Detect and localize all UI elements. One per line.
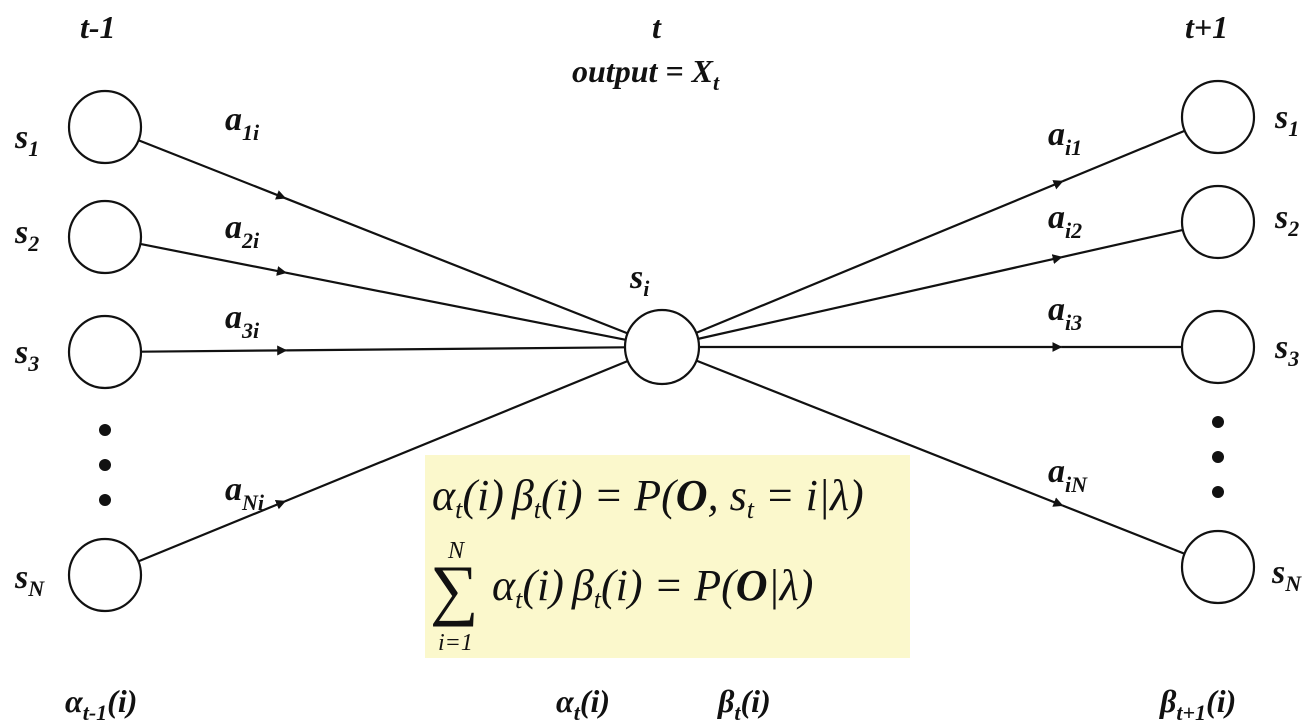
edge-label-ani: aNi — [225, 471, 265, 515]
edge-a2i — [285, 271, 626, 341]
left-node-s1 — [67, 89, 143, 165]
formula-sum-body: αt(i)βt(i) = P(O|λ) — [492, 561, 813, 614]
edge-ani — [284, 359, 629, 503]
edge-label-ain: aiN — [1048, 453, 1088, 497]
right-node-s2 — [1180, 184, 1256, 260]
state-nodes — [67, 79, 1256, 613]
right-ellipsis — [1212, 416, 1224, 498]
edge-ai2 — [1061, 228, 1184, 259]
header-prev-time: t-1 — [80, 9, 116, 45]
edge-a1i-arrow — [138, 139, 287, 200]
formula-box — [425, 455, 910, 658]
sum-upper-limit: N — [447, 538, 466, 564]
left-state-label-1: s1 — [14, 119, 39, 161]
edge-ai2-arrow — [697, 254, 1063, 340]
edge-ain-arrow — [695, 359, 1064, 507]
right-state-label-1: s1 — [1274, 99, 1299, 141]
header-current-time: t — [652, 9, 662, 45]
edge-label-a2i: a2i — [225, 209, 260, 253]
center-state-label: si — [629, 259, 650, 301]
left-state-label-n: sN — [14, 559, 45, 601]
output-label: output=Xt — [572, 53, 720, 95]
edge-label-a3i: a3i — [225, 299, 260, 343]
left-state-label-3: s3 — [14, 334, 39, 376]
formula-joint-probability: αt(i)βt(i) = P(O, st = i|λ) — [432, 471, 864, 524]
edge-a3i-arrow — [140, 345, 288, 356]
center-node-si — [623, 308, 701, 386]
edge-label-ai1: ai1 — [1048, 116, 1082, 160]
right-state-label-3: s3 — [1274, 329, 1299, 371]
edge-ani-arrow — [137, 500, 287, 563]
right-node-s1 — [1180, 79, 1256, 155]
left-node-s3 — [67, 314, 143, 390]
transition-edges — [137, 129, 1186, 563]
sum-symbol: ∑ — [430, 551, 478, 627]
right-node-s3 — [1180, 309, 1256, 385]
edge-label-ai2: ai2 — [1048, 199, 1082, 243]
formula-total-probability: N ∑ i=1 αt(i)βt(i) = P(O|λ) — [430, 538, 813, 656]
header-next-time: t+1 — [1185, 9, 1228, 45]
sum-lower-limit: i=1 — [438, 630, 473, 656]
edge-a3i — [286, 346, 626, 352]
label-alpha-curr: αt(i) — [556, 683, 610, 725]
label-beta-next: βt+1(i) — [1159, 683, 1236, 725]
left-node-s2 — [67, 199, 143, 275]
edge-ain — [1062, 504, 1185, 555]
label-beta-curr: βt(i) — [717, 683, 771, 725]
right-node-sn — [1180, 529, 1256, 605]
left-state-label-2: s2 — [14, 214, 39, 256]
edge-ai1-arrow — [695, 180, 1064, 334]
edge-label-a1i: a1i — [225, 101, 260, 145]
label-alpha-prev: αt-1(i) — [65, 683, 137, 725]
edge-ai1 — [1062, 129, 1186, 183]
edge-a2i-arrow — [140, 242, 287, 276]
right-state-label-n: sN — [1271, 554, 1302, 596]
right-state-label-2: s2 — [1274, 199, 1299, 241]
edge-a1i — [284, 197, 628, 335]
left-node-sn — [67, 537, 143, 613]
left-ellipsis — [99, 424, 111, 506]
edge-label-ai3: ai3 — [1048, 291, 1082, 335]
